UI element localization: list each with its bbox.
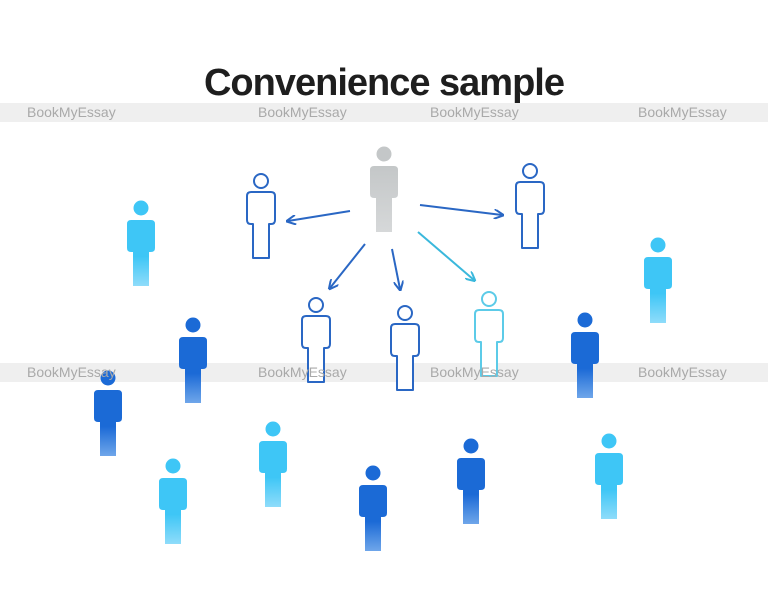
selection-arrow xyxy=(419,204,502,215)
watermark-text: BookMyEssay xyxy=(430,364,519,380)
population-person-icon xyxy=(644,237,672,323)
population-person-icon xyxy=(457,438,485,524)
selection-arrow xyxy=(288,210,351,221)
watermark-text: BookMyEssay xyxy=(27,104,116,120)
selected-person-icon xyxy=(515,163,545,249)
watermark-text: BookMyEssay xyxy=(638,364,727,380)
watermark-text: BookMyEssay xyxy=(258,364,347,380)
watermark-band-top xyxy=(0,103,768,122)
population-person-icon xyxy=(595,433,623,519)
selected-person-icon xyxy=(301,297,331,383)
watermark-text: BookMyEssay xyxy=(258,104,347,120)
source-person-icon xyxy=(370,146,398,232)
selection-arrow xyxy=(330,243,366,288)
selection-arrow xyxy=(417,231,474,280)
watermark-text: BookMyEssay xyxy=(430,104,519,120)
population-person-icon xyxy=(94,370,122,456)
population-person-icon xyxy=(359,465,387,551)
selected-person-icon xyxy=(246,173,276,259)
watermark-text: BookMyEssay xyxy=(638,104,727,120)
selected-person-icon xyxy=(474,291,504,377)
population-person-icon xyxy=(259,421,287,507)
population-person-icon xyxy=(179,317,207,403)
population-person-icon xyxy=(571,312,599,398)
selected-person-icon xyxy=(390,305,420,391)
diagram-title: Convenience sample xyxy=(203,62,565,104)
watermark-text: BookMyEssay xyxy=(27,364,116,380)
population-person-icon xyxy=(159,458,187,544)
selection-arrow xyxy=(391,248,400,289)
population-person-icon xyxy=(127,200,155,286)
